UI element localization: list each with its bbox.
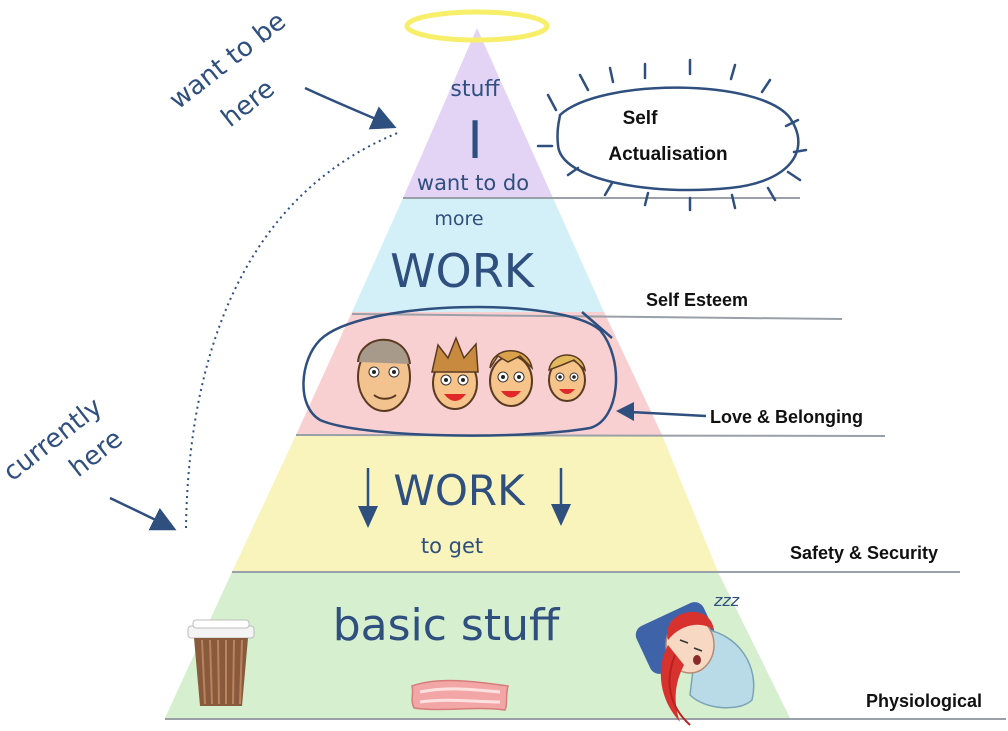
physiological-label: Physiological [866,691,982,711]
face-icon [431,335,479,410]
top-i-text: I [467,111,482,171]
work-upper-text: WORK [390,244,536,298]
self-actualisation-line1: Self [623,108,659,129]
safety-security-label: Safety & Security [790,543,938,563]
family-loop [302,305,618,437]
tier-self-esteem [352,198,604,312]
face-icon [357,338,411,412]
halo-icon [404,9,550,43]
tier-physiological [165,572,790,718]
love-pointer-arrow [616,402,707,421]
sleeping-girl-icon [635,602,755,726]
to-get-text: to get [421,534,483,558]
self-actualisation-line2: Actualisation [608,144,727,165]
tier-self-actualisation [403,28,553,198]
down-arrow-right-icon [551,468,571,526]
bacon-icon [411,679,509,711]
sun-icon [536,58,808,212]
face-icon [548,354,587,402]
love-belonging-label: Love & Belonging [710,407,863,427]
work-lower-text: WORK [393,466,526,515]
face-icon [489,350,534,407]
basic-stuff-text: basic stuff [333,600,561,651]
zzz-text: zzz [713,591,740,610]
more-text: more [434,208,483,230]
top-stuff-text: stuff [450,77,500,102]
down-arrow-left-icon [358,468,378,528]
want-here-text: here [216,74,281,134]
tier-safety-security [232,435,718,572]
want-arrow [304,86,397,130]
top-want-text: want to do [417,171,529,195]
self-esteem-label: Self Esteem [646,290,748,310]
coffee-cup-icon [187,619,255,706]
currently-arrow [109,496,177,531]
